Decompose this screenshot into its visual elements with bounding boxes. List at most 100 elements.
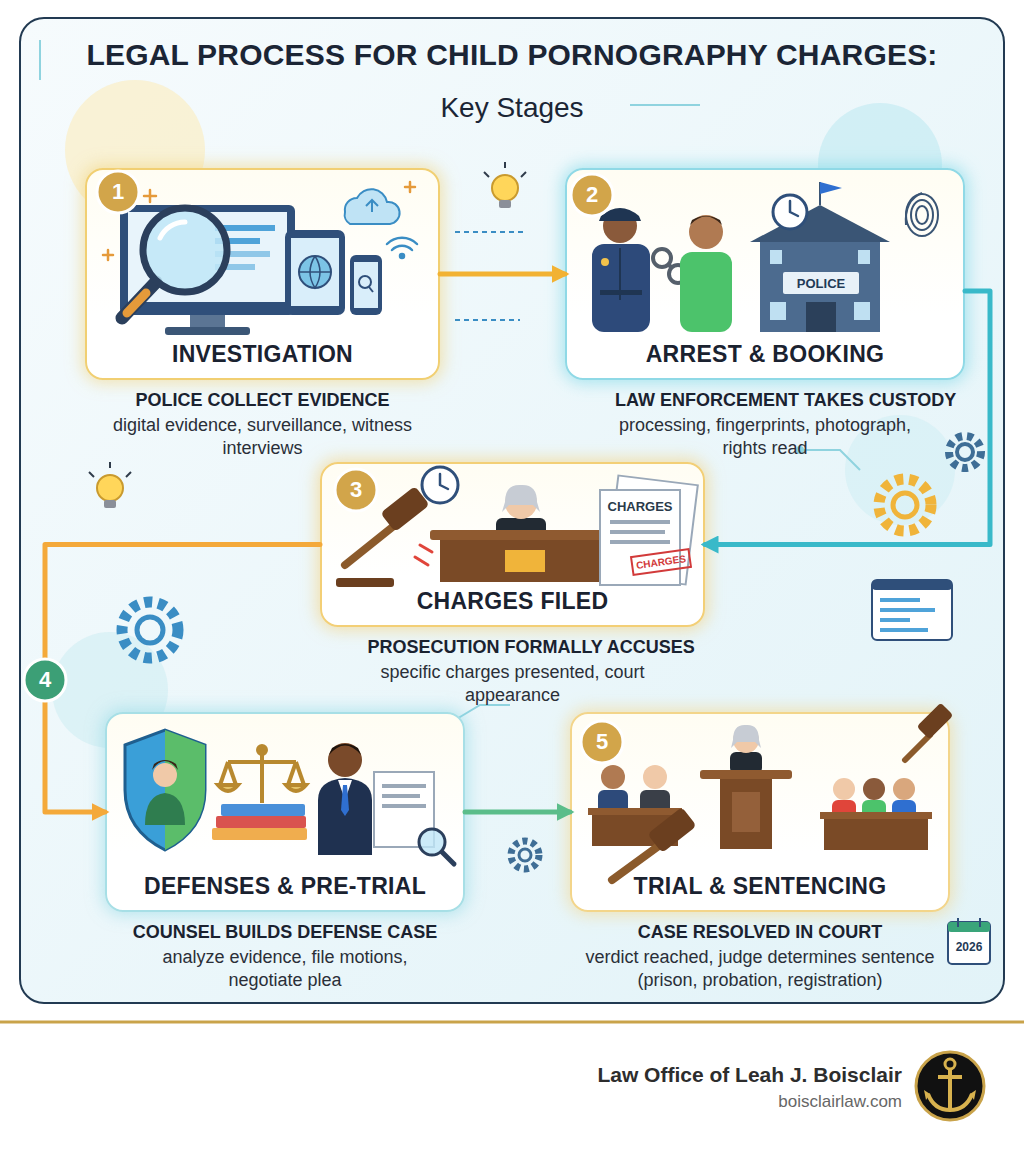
magnifying-glass (122, 282, 156, 318)
computer-monitor (190, 315, 225, 329)
wifi-icon (387, 238, 417, 258)
calendar-icon (948, 918, 990, 964)
shield-icon (125, 730, 205, 850)
scales-of-justice (286, 785, 306, 791)
smartphone (350, 255, 382, 315)
calendar-icon (979, 918, 981, 927)
smartphone (350, 255, 382, 315)
code-window-icon (872, 580, 952, 590)
police-officer (600, 290, 642, 295)
police-building (783, 272, 859, 294)
scales-of-justice (218, 746, 306, 803)
computer-monitor (120, 205, 295, 335)
firm-logo (948, 1069, 952, 1108)
judge-podium (720, 779, 772, 849)
police-building (819, 182, 821, 205)
fingerprint-icon (906, 193, 938, 236)
scales-of-justice (260, 752, 264, 803)
firm-logo (945, 1059, 955, 1069)
computer-monitor (215, 238, 260, 244)
gear-icon (949, 436, 981, 468)
gear-icon (122, 602, 178, 658)
gear-icon (511, 841, 539, 869)
gear-icon (879, 479, 931, 531)
police-building (770, 302, 786, 320)
judge-figure (430, 530, 620, 540)
code-window-icon (880, 608, 935, 612)
tablet (291, 238, 339, 306)
handcuffs (653, 249, 671, 267)
tablet (285, 230, 345, 315)
lightbulb-icon (499, 200, 511, 208)
process-box: ARREST & BOOKINGLAW ENFORCEMENT TAKES CU… (565, 168, 965, 380)
tablet (299, 256, 331, 288)
circuit-lines (630, 104, 700, 106)
charge-documents (631, 549, 691, 575)
case-document (382, 794, 420, 798)
firm-logo (928, 1094, 972, 1110)
dashed-arrows (455, 319, 520, 321)
police-officer (599, 208, 641, 221)
police-officer (592, 208, 650, 332)
scales-of-justice (228, 760, 296, 764)
stage-description: POLICE COLLECT EVIDENCEdigital evidence,… (103, 390, 423, 461)
law-books (216, 816, 306, 828)
firm-logo (916, 1052, 984, 1120)
gear-icon (949, 436, 981, 468)
firm-logo (924, 1090, 976, 1100)
defense-lawyer (341, 785, 349, 816)
judge-podium (730, 752, 762, 774)
outer-frame (20, 18, 1004, 1003)
handcuffs (668, 264, 672, 268)
gear-icon (957, 444, 973, 460)
jury-box (892, 800, 916, 824)
firm-website: boisclairlaw.com (778, 1092, 902, 1112)
case-document (374, 772, 434, 847)
magnifying-glass (127, 293, 146, 313)
law-books (221, 804, 305, 816)
handcuffs (653, 249, 687, 283)
jury-box (833, 778, 855, 800)
lightbulb-icon (521, 172, 526, 177)
stage-description: COUNSEL BUILDS DEFENSE CASEanalyze evide… (125, 922, 445, 993)
law-books (212, 828, 307, 840)
stage-subheading: POLICE COLLECT EVIDENCE (103, 390, 423, 411)
courtroom-parties (592, 812, 678, 846)
flow-arrow (465, 810, 570, 815)
scales-of-justice (220, 762, 228, 785)
fingerprint-icon (906, 193, 922, 225)
courtroom-parties (601, 765, 625, 789)
judge-podium (732, 792, 760, 832)
judge-podium (700, 725, 792, 849)
gear-icon (122, 602, 178, 658)
police-building (858, 250, 870, 264)
calendar-icon (948, 922, 990, 964)
computer-monitor (165, 327, 250, 335)
stage-description: CASE RESOLVED IN COURTverdict reached, j… (560, 922, 960, 993)
lightbulb-icon (104, 500, 116, 508)
defense-lawyer (329, 744, 361, 755)
fingerprint-icon (916, 206, 928, 224)
judge-podium (700, 770, 792, 779)
gavel-icon (917, 703, 954, 740)
case-document (382, 804, 426, 808)
wifi-icon (387, 238, 417, 244)
code-window-icon (880, 628, 928, 632)
police-building (854, 302, 870, 320)
clock-icon (773, 195, 807, 229)
process-box: TRIAL & SENTENCINGCASE RESOLVED IN COURT… (570, 712, 950, 912)
jury-box (863, 778, 885, 800)
gavel-icon (336, 486, 432, 587)
step-badges (24, 659, 66, 701)
police-building (750, 182, 890, 332)
step-badges (335, 469, 377, 511)
process-box: CHARGES FILEDPROSECUTION FORMALLY ACCUSE… (320, 462, 705, 627)
cloud-icon (345, 189, 400, 224)
firm-logo (938, 1075, 962, 1079)
stage-details: specific charges presented, court appear… (368, 661, 658, 708)
smartphone (354, 262, 378, 308)
judge-figure (430, 485, 620, 582)
arrested-person (689, 215, 723, 249)
